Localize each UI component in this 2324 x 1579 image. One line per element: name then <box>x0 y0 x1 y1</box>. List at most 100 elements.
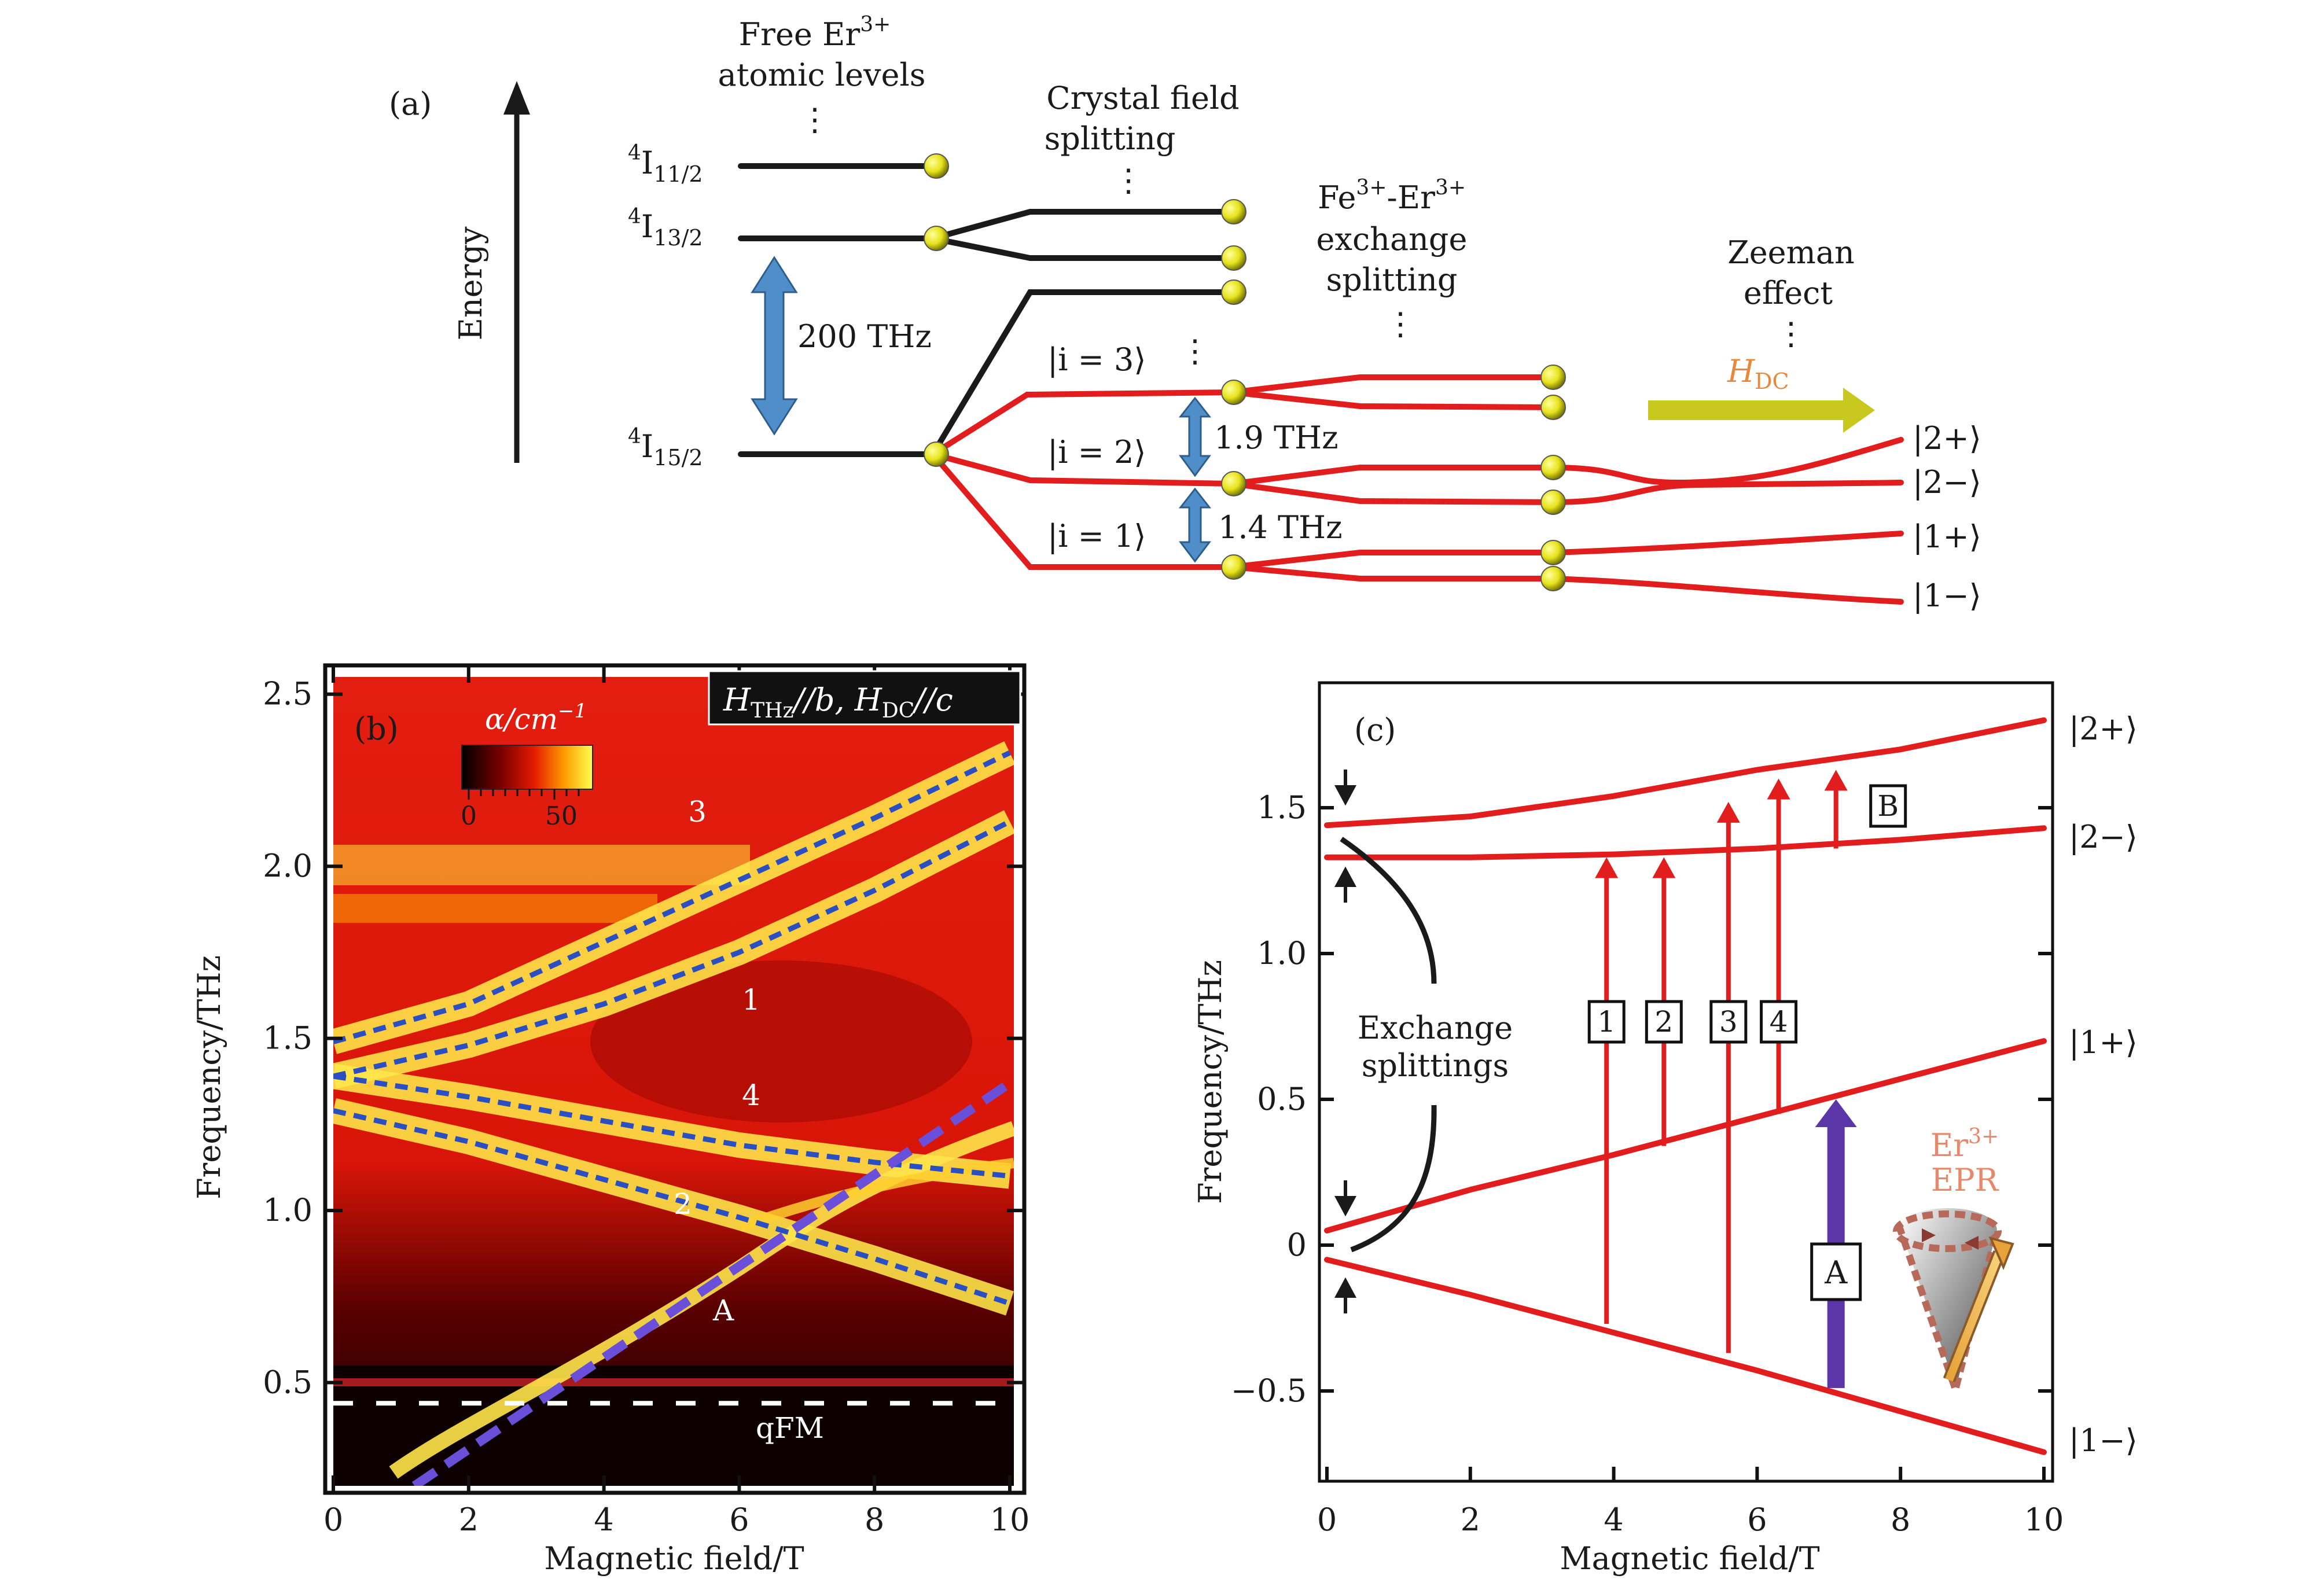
transition-box-A <box>1810 1242 1862 1301</box>
mode-label-2: 2 <box>674 1187 692 1221</box>
b-ytick-label: 1.0 <box>263 1192 312 1228</box>
mode-label-4: 4 <box>742 1079 760 1112</box>
c-xtick-label: 8 <box>1891 1501 1910 1538</box>
heatmap-band-top2 <box>333 894 657 923</box>
mode-label-a: A <box>712 1294 734 1327</box>
ket-1p-c: |1+⟩ <box>2069 1024 2138 1061</box>
transition-3: 3 <box>1709 801 1748 1353</box>
colorbar-tick-0: 0 <box>461 801 477 831</box>
heatmap-area <box>333 677 1014 1486</box>
vdots-crystal: ⋮ <box>1113 162 1144 198</box>
crystal-red-i1 <box>930 451 1235 570</box>
colorbar: α/cm−1 0 50 <box>461 700 593 831</box>
ket-2m-c: |2−⟩ <box>2069 819 2138 855</box>
transition-label-A: A <box>1824 1254 1848 1291</box>
zeeman-title: Zeeman <box>1727 234 1855 271</box>
transition-label-3: 3 <box>1719 1005 1738 1039</box>
svg-text:α/cm−1: α/cm−1 <box>485 700 587 736</box>
crystal-red-i2 <box>930 451 1235 487</box>
exchange-bracket-lower <box>1350 1105 1437 1253</box>
gap-arrow-19 <box>1178 396 1212 477</box>
energy-axis-arrowhead <box>503 81 530 115</box>
c-ytick-label: 1.0 <box>1257 935 1307 971</box>
c-xtick-label: 6 <box>1747 1501 1767 1538</box>
panel-c-tag: (c) <box>1354 712 1396 748</box>
ket-i3: |i = 3⟩ <box>1047 341 1146 378</box>
panel-c-curves <box>1324 717 2047 1455</box>
ket-1p-a: |1+⟩ <box>1913 518 1981 555</box>
heatmap-mode-a <box>389 1121 1014 1479</box>
exchange-i2-upper <box>1230 465 1554 487</box>
panel-b-tag: (b) <box>354 711 399 747</box>
level-curve-0 <box>1324 717 2047 829</box>
exchange-i3-upper <box>1230 374 1554 395</box>
b-xtick-label: 2 <box>459 1501 479 1538</box>
energy-label: Energy <box>453 226 489 341</box>
exchange-title-2: exchange <box>1317 221 1468 257</box>
c-ytick-label: −0.5 <box>1231 1372 1307 1409</box>
exchange-i2-lower <box>1230 481 1554 505</box>
transition-box-1 <box>1587 1000 1626 1044</box>
level-4i13: 4I13/2 <box>628 205 703 251</box>
dashed-fit-1 <box>333 819 1012 1079</box>
exchange-i1-lower <box>1230 564 1554 581</box>
transition-label-4: 4 <box>1770 1005 1788 1039</box>
level-curve-1 <box>1324 825 2047 860</box>
panel-b-ylabel: Frequency/THz <box>191 955 227 1199</box>
heatmap-dashed-fits <box>333 750 1013 1486</box>
heatmap-lower-branch <box>739 1158 1014 1232</box>
exchange-i3-lower <box>1230 389 1554 410</box>
panel-a: (a) Energy Free Er3+ atomic levels ⋮ Cry… <box>389 13 1981 614</box>
b-ytick-label: 2.5 <box>263 676 312 712</box>
zeeman-2m <box>1548 480 1904 505</box>
transition-box-2 <box>1645 1000 1683 1044</box>
panel-b-xlabel: Magnetic field/T <box>544 1540 804 1577</box>
transition-box-3 <box>1709 1000 1748 1044</box>
ket-i2: |i = 2⟩ <box>1047 434 1146 470</box>
c-ytick-label: 0.5 <box>1257 1081 1307 1117</box>
dashed-fit-4 <box>411 1079 1013 1486</box>
panel-c-ylabel: Frequency/THz <box>1192 960 1229 1204</box>
mode-label-1: 1 <box>742 983 760 1017</box>
b-xtick-label: 10 <box>990 1501 1030 1538</box>
crystal-branch-13b <box>930 235 1235 261</box>
c-ytick-label: 0 <box>1287 1227 1307 1263</box>
c-xtick-label: 0 <box>1317 1501 1337 1538</box>
transition-box-B <box>1869 784 1907 828</box>
c-xtick-label: 10 <box>2024 1501 2064 1538</box>
ket-2p-c: |2+⟩ <box>2069 711 2138 747</box>
panel-b-frame <box>323 663 1027 1495</box>
transition-label-1: 1 <box>1597 1005 1616 1039</box>
crystal-title-2: splitting <box>1045 120 1176 157</box>
transition-2: 2 <box>1645 857 1683 1146</box>
b-xtick-label: 6 <box>729 1501 749 1538</box>
ket-1m-c: |1−⟩ <box>2069 1422 2138 1459</box>
exchange-label: Exchange <box>1358 1010 1513 1046</box>
c-xtick-label: 4 <box>1604 1501 1623 1538</box>
level-balls <box>924 153 1566 591</box>
level-4i11: 4I11/2 <box>628 141 703 187</box>
transition-A: A <box>1810 1099 1862 1388</box>
panel-a-tag: (a) <box>389 86 432 122</box>
b-ytick-label: 2.0 <box>263 848 312 884</box>
crystal-red-i3 <box>930 389 1235 457</box>
gap-14-label: 1.4 THz <box>1218 509 1343 546</box>
gap-arrow-200 <box>751 256 798 436</box>
heatmap-qfm-band <box>333 1378 1014 1386</box>
free-er-title-2: atomic levels <box>718 57 926 93</box>
b-ytick-label: 0.5 <box>263 1364 312 1401</box>
gap-200-label: 200 THz <box>797 318 932 355</box>
exchange-i1-upper <box>1230 550 1554 570</box>
transition-box-4 <box>1760 1000 1798 1044</box>
qfm-label: qFM <box>756 1411 824 1445</box>
heatmap-band-top <box>333 845 750 885</box>
exchange-title-3: splitting <box>1326 262 1458 298</box>
transition-label-B: B <box>1877 789 1899 823</box>
level-4i15: 4I15/2 <box>628 425 703 470</box>
exchange-title: Fe3+-Er3+ <box>1318 176 1466 216</box>
